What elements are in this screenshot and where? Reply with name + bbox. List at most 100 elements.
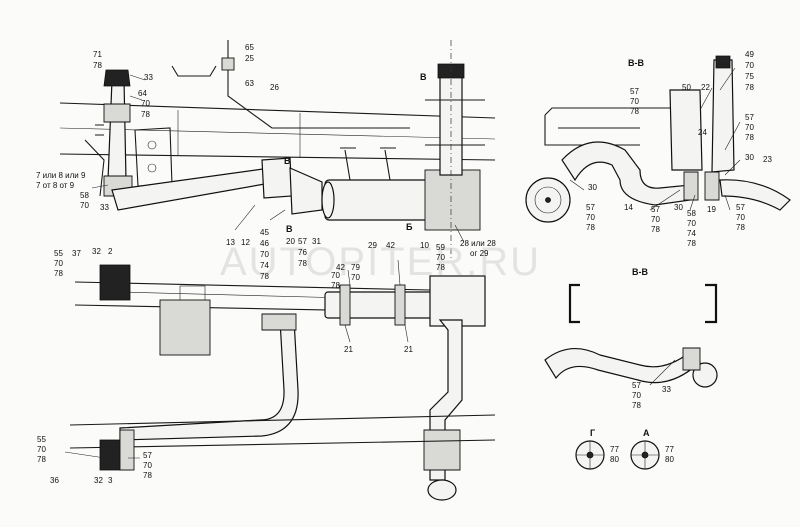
callout-78: 78 xyxy=(745,133,754,142)
callout-70: 70 xyxy=(651,215,660,224)
callout-24: 24 xyxy=(698,128,707,137)
callout-57: 57 xyxy=(651,205,660,214)
callout-70: 70 xyxy=(745,123,754,132)
callout-42: 42 xyxy=(336,263,345,272)
callout-57: 57 xyxy=(632,381,641,390)
callout-77: 77 xyxy=(665,445,674,454)
callout-57: 57 xyxy=(586,203,595,212)
section-label-g: Г xyxy=(590,428,595,438)
bottom-left-fitting xyxy=(99,429,135,471)
callout-70: 70 xyxy=(436,253,445,262)
callout-65: 65 xyxy=(245,43,254,52)
section-marker-v: В xyxy=(284,156,291,166)
callout-63: 63 xyxy=(245,79,254,88)
callout-57: 57 xyxy=(630,87,639,96)
callout-78: 78 xyxy=(141,110,150,119)
callout-30: 30 xyxy=(745,153,754,162)
callout-70: 70 xyxy=(141,99,150,108)
callout-10: 10 xyxy=(420,241,429,250)
callout-33: 33 xyxy=(144,73,153,82)
callout-70: 70 xyxy=(37,445,46,454)
callout-78: 78 xyxy=(436,263,445,272)
callout-57: 57 xyxy=(745,113,754,122)
callout-70: 70 xyxy=(260,250,269,259)
callout-70: 70 xyxy=(632,391,641,400)
section-label-vv-top: В-В xyxy=(628,58,644,68)
callout-55: 55 xyxy=(54,249,63,258)
callout-23: 23 xyxy=(763,155,772,164)
callout-70: 70 xyxy=(80,201,89,210)
section-label-vv-mid: В-В xyxy=(632,267,648,277)
callout-77: 77 xyxy=(610,445,619,454)
callout-78: 78 xyxy=(143,471,152,480)
callout-3: 3 xyxy=(108,476,113,485)
callout-49: 49 xyxy=(745,50,754,59)
air-filter-housing xyxy=(321,40,485,260)
callout-19: 19 xyxy=(707,205,716,214)
callout-70: 70 xyxy=(687,219,696,228)
down-pipe-right xyxy=(423,319,463,501)
callout-80: 80 xyxy=(610,455,619,464)
callout-78: 78 xyxy=(298,259,307,268)
callout-78: 78 xyxy=(37,455,46,464)
callout-57: 57 xyxy=(736,203,745,212)
section-marker-b: Б xyxy=(406,222,413,232)
callout-58: 58 xyxy=(80,191,89,200)
callout-7-ot-8-ot-9: 7 от 8 от 9 xyxy=(36,181,75,190)
callout-21: 21 xyxy=(344,345,353,354)
callout-78: 78 xyxy=(632,401,641,410)
callout-46: 46 xyxy=(260,239,269,248)
diagonal-connecting-pipe xyxy=(111,157,323,215)
bracket-plate xyxy=(134,127,173,187)
callout-70: 70 xyxy=(54,259,63,268)
callout-55: 55 xyxy=(37,435,46,444)
callout-80: 80 xyxy=(665,455,674,464)
callout-70: 70 xyxy=(143,461,152,470)
callout-21: 21 xyxy=(404,345,413,354)
callout-70: 70 xyxy=(351,273,360,282)
callout-74: 74 xyxy=(687,229,696,238)
callout-36: 36 xyxy=(50,476,59,485)
callout-33: 33 xyxy=(662,385,671,394)
callout-74: 74 xyxy=(260,261,269,270)
view-g xyxy=(575,440,605,470)
watermark: AUTOPITER.RU xyxy=(220,240,541,284)
callout-64: 64 xyxy=(138,89,147,98)
callout-og-29: ог 29 xyxy=(470,249,489,258)
callout-78: 78 xyxy=(93,61,102,70)
callout-57: 57 xyxy=(298,237,307,246)
callout-78: 78 xyxy=(745,83,754,92)
callout-30: 30 xyxy=(588,183,597,192)
callout-29: 29 xyxy=(368,241,377,250)
callout-31: 31 xyxy=(312,237,321,246)
section-label-a: А xyxy=(643,428,650,438)
callout-70: 70 xyxy=(630,97,639,106)
callout-32: 32 xyxy=(94,476,103,485)
callouts: 71 78 33 64 70 78 65 25 63 26 7 или 8 ил… xyxy=(36,43,772,485)
callout-20: 20 xyxy=(286,237,295,246)
section-vv-mid xyxy=(544,283,718,388)
callout-42: 42 xyxy=(386,241,395,250)
callout-57: 57 xyxy=(143,451,152,460)
callout-30: 30 xyxy=(674,203,683,212)
callout-59: 59 xyxy=(436,243,445,252)
callout-70: 70 xyxy=(586,213,595,222)
section-marker-v: В xyxy=(420,72,427,82)
callout-78: 78 xyxy=(260,272,269,281)
callout-37: 37 xyxy=(72,249,81,258)
callout-45: 45 xyxy=(260,228,269,237)
callout-12: 12 xyxy=(241,238,250,247)
callout-78: 78 xyxy=(630,107,639,116)
callout-33: 33 xyxy=(100,203,109,212)
callout-76: 76 xyxy=(298,248,307,257)
callout-78: 78 xyxy=(687,239,696,248)
section-marker-v: В xyxy=(286,224,293,234)
callout-78: 78 xyxy=(651,225,660,234)
callout-70: 70 xyxy=(736,213,745,222)
callout-78: 78 xyxy=(736,223,745,232)
callout-14: 14 xyxy=(624,203,633,212)
callout-25: 25 xyxy=(245,54,254,63)
callout-75: 75 xyxy=(745,72,754,81)
